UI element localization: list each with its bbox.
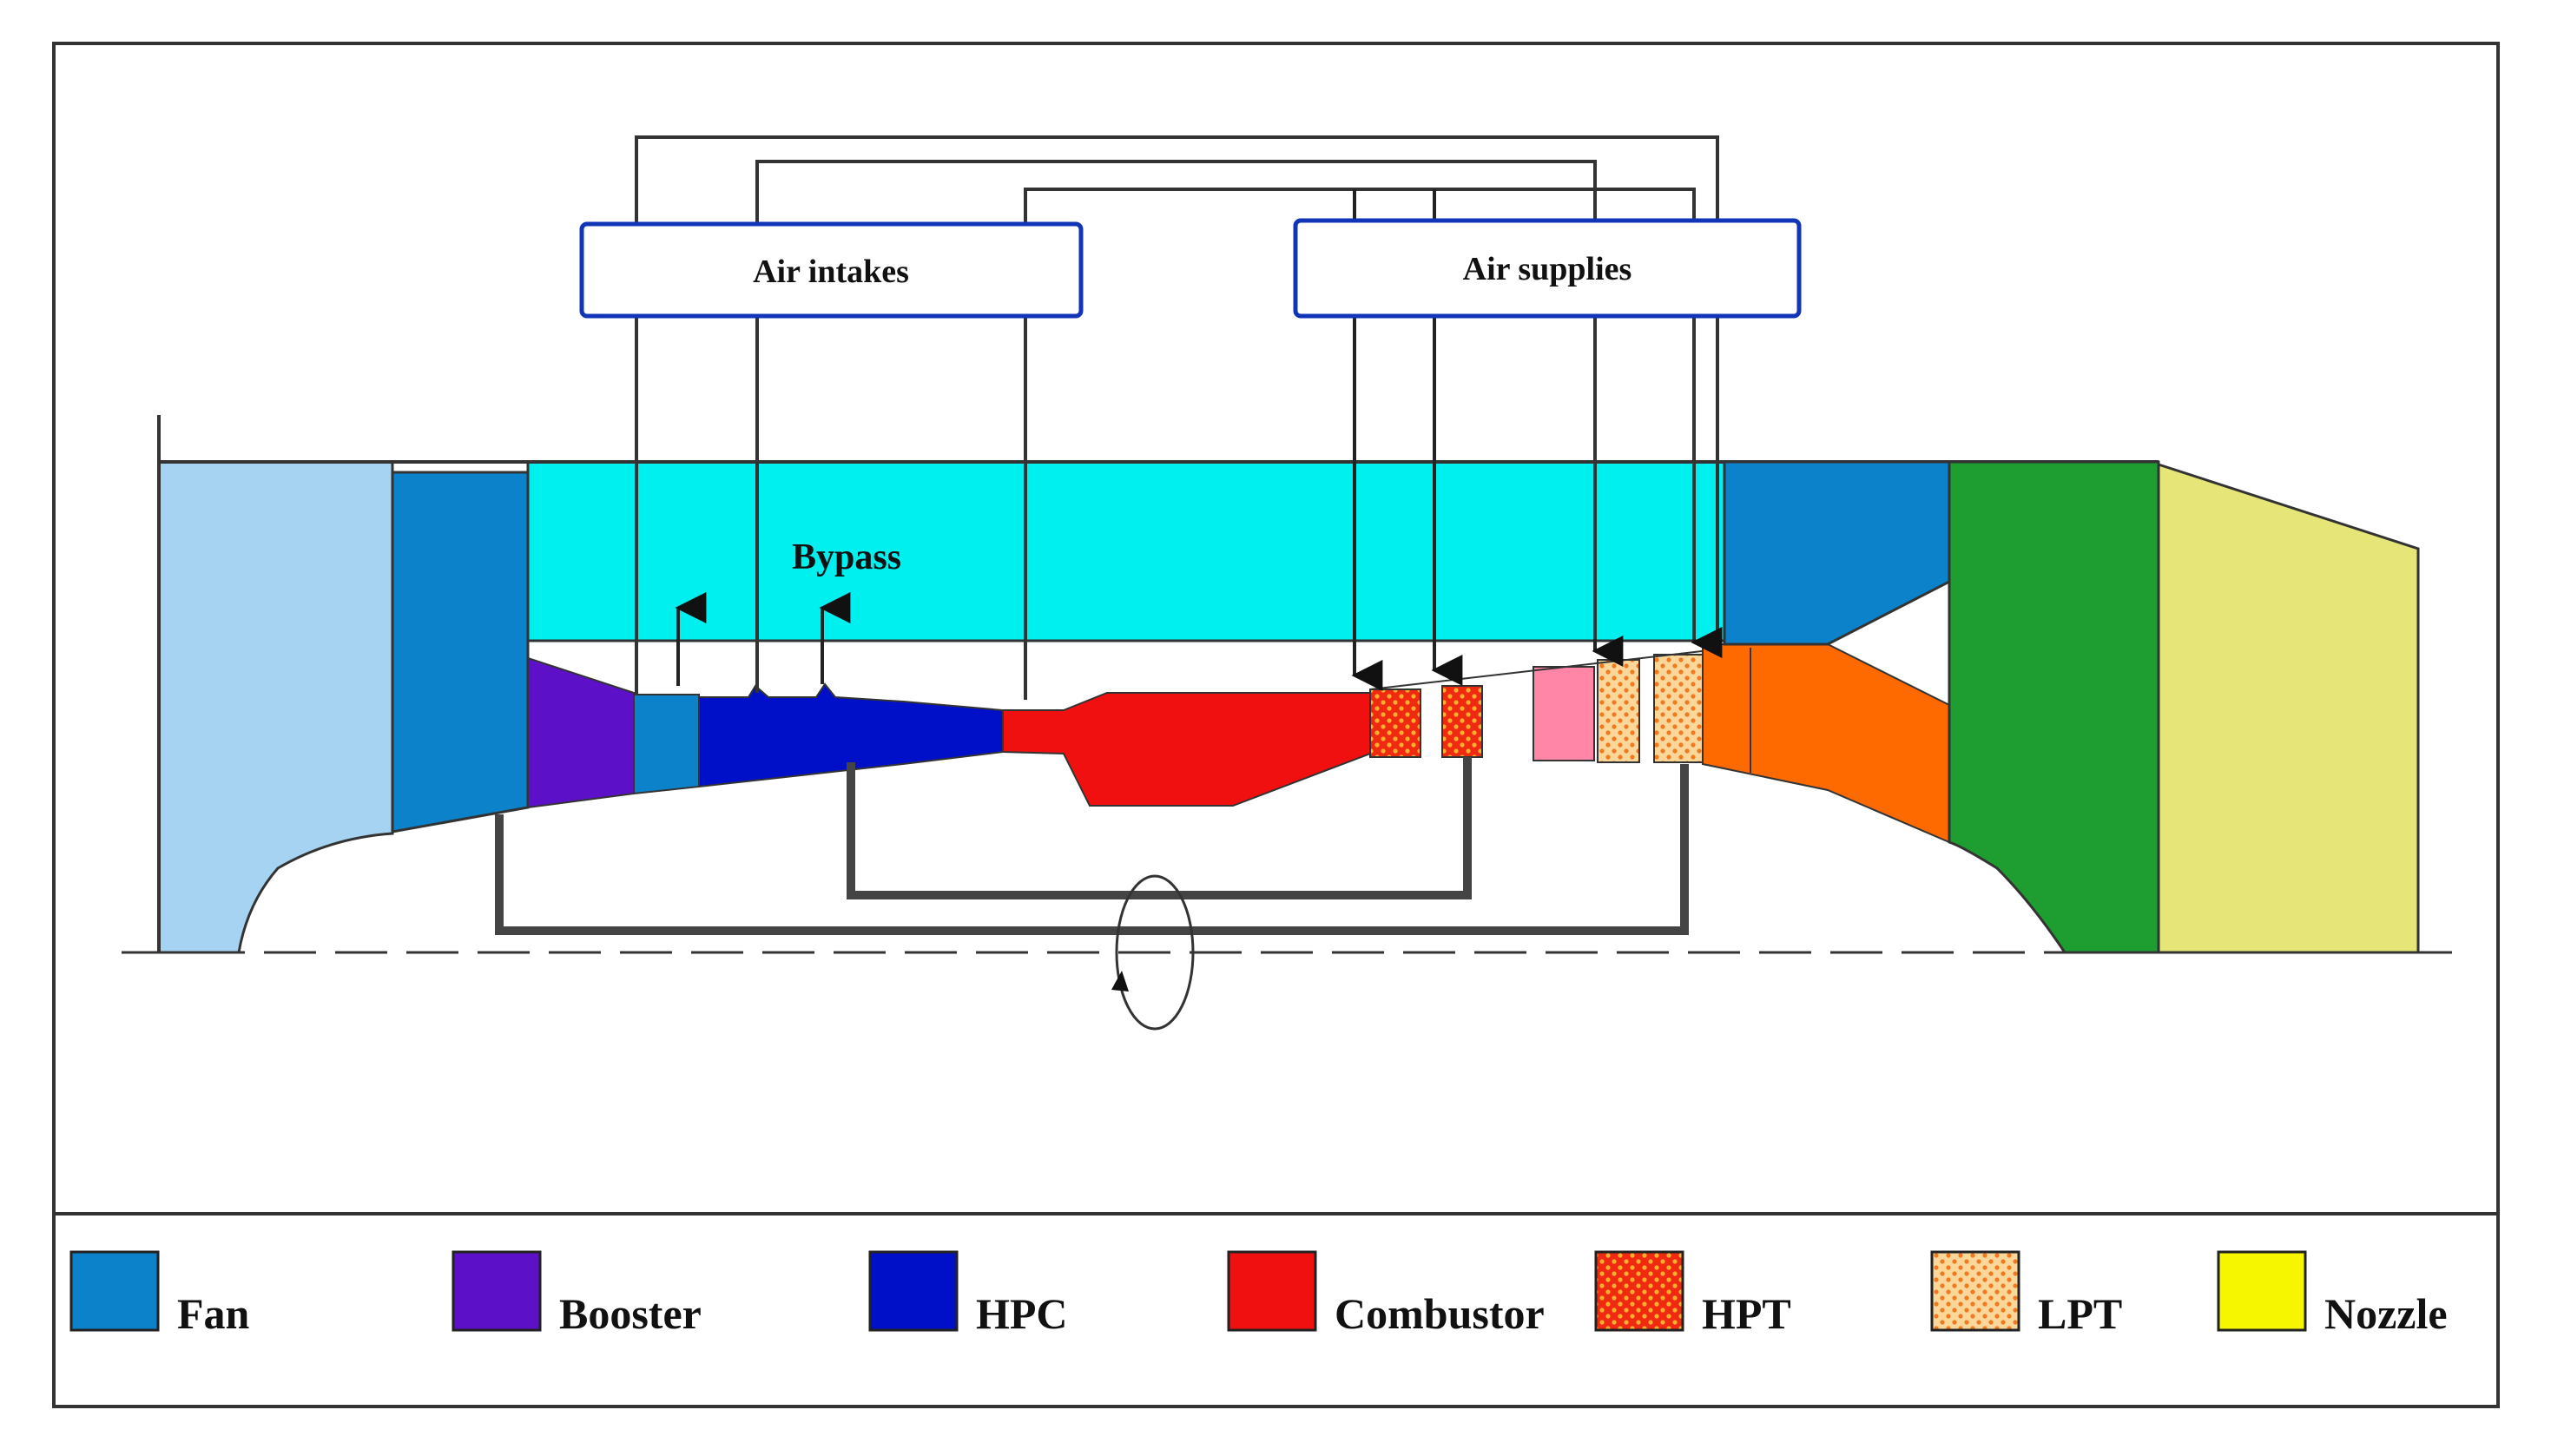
- air-intake-lines: [635, 135, 1719, 700]
- legend-item-lpt: LPT: [1930, 1250, 2122, 1338]
- air-intakes-box: [579, 221, 1084, 319]
- combustor-section: [1002, 692, 1371, 807]
- legend: Fan Booster HPC Combustor HPT LPT Nozzle: [69, 1250, 2448, 1338]
- legend-item-combustor: Combustor: [1227, 1250, 1545, 1338]
- legend-item-fan: Fan: [69, 1250, 250, 1338]
- legend-label-combustor: Combustor: [1335, 1289, 1545, 1338]
- legend-swatch-hpt: [1594, 1250, 1684, 1332]
- lp-shaft: [495, 764, 1689, 935]
- hp-shaft: [847, 757, 1472, 899]
- air-supplies-label: Air supplies: [1463, 251, 1632, 287]
- legend-swatch-combustor: [1227, 1250, 1317, 1332]
- booster-stage: [633, 694, 700, 795]
- fan-exit-section: [1723, 460, 1951, 646]
- legend-label-nozzle: Nozzle: [2324, 1289, 2448, 1338]
- legend-item-hpc: HPC: [868, 1250, 1068, 1338]
- legend-label-hpc: HPC: [976, 1289, 1068, 1338]
- air-intakes-label: Air intakes: [753, 254, 909, 290]
- legend-label-lpt: LPT: [2038, 1289, 2122, 1338]
- shafts: [495, 757, 1689, 1031]
- legend-item-booster: Booster: [452, 1250, 702, 1338]
- bypass-label: Bypass: [792, 537, 901, 577]
- mixer-section: [1948, 460, 2160, 954]
- bypass-duct: [526, 460, 1726, 642]
- legend-item-hpt: HPT: [1594, 1250, 1791, 1338]
- air-supplies-box: [1293, 218, 1802, 319]
- legend-swatch-booster: [452, 1250, 542, 1332]
- lpt-stage-2: [1653, 654, 1704, 763]
- rotation-arrowhead-icon: [1111, 971, 1129, 992]
- legend-swatch-hpc: [868, 1250, 959, 1332]
- legend-swatch-fan: [69, 1250, 160, 1332]
- legend-swatch-nozzle: [2217, 1250, 2307, 1332]
- legend-label-fan: Fan: [177, 1289, 250, 1338]
- hpt-stage-2: [1441, 685, 1483, 758]
- fan-section: [391, 471, 530, 833]
- lpt-stage-1: [1597, 659, 1640, 763]
- nozzle-section: [2157, 462, 2420, 954]
- bypass-arrows: [675, 592, 851, 686]
- engine-body: [157, 415, 2420, 954]
- legend-label-hpt: HPT: [1702, 1289, 1791, 1338]
- legend-label-booster: Booster: [559, 1289, 702, 1338]
- legend-swatch-lpt: [1930, 1250, 2020, 1332]
- legend-item-nozzle: Nozzle: [2217, 1250, 2448, 1338]
- rotation-icon: [1115, 874, 1195, 1031]
- inlet-section: [157, 460, 394, 954]
- hpt-stage-1: [1369, 688, 1421, 758]
- lpt-stage-pink: [1533, 666, 1595, 761]
